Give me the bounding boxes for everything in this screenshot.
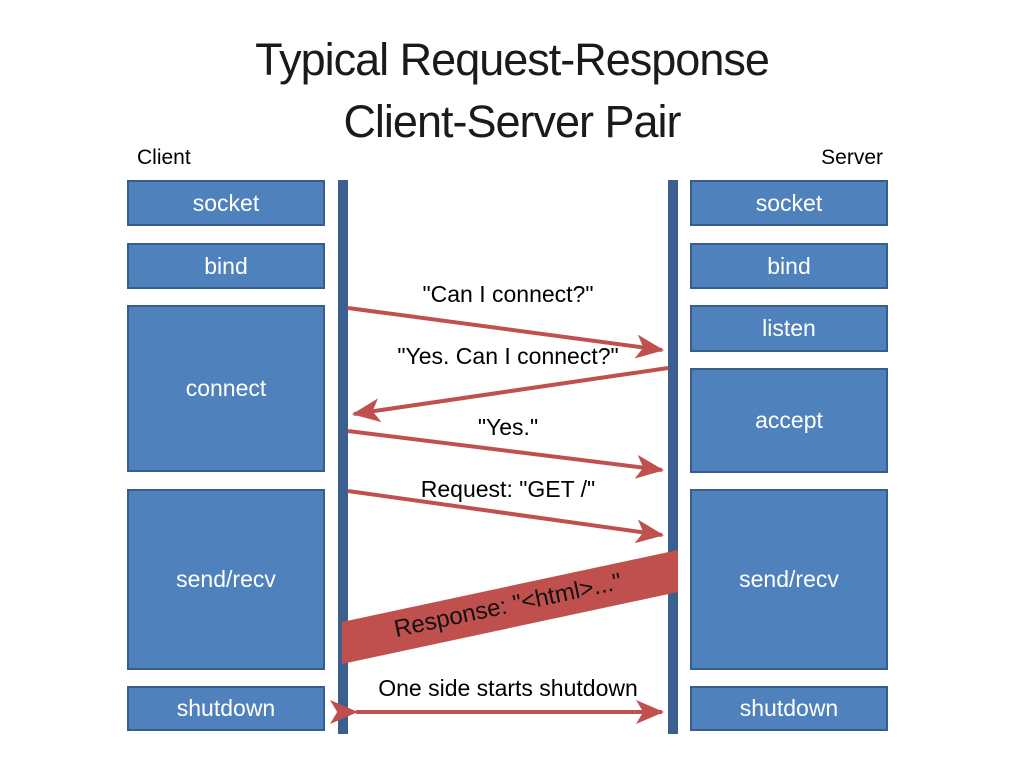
server-lifeline-bar — [668, 180, 678, 734]
box-client-sendrecv-label: send/recv — [176, 566, 276, 592]
slide-title-line-1: Typical Request-Response — [255, 34, 770, 85]
box-client-socket-label: socket — [192, 189, 260, 216]
box-server-socket: socket — [690, 180, 888, 226]
box-server-bind-label: bind — [767, 252, 811, 279]
client-column-label: Client — [137, 146, 191, 169]
box-server-shutdown-label: shutdown — [739, 695, 839, 721]
box-server-sendrecv-label: send/recv — [739, 566, 839, 592]
arrow-synack — [352, 366, 669, 423]
box-server-accept: accept — [690, 368, 888, 473]
box-server-socket-label: socket — [755, 189, 823, 216]
box-client-shutdown-label: shutdown — [176, 695, 276, 721]
box-server-listen-label: listen — [762, 315, 816, 341]
box-client-connect: connect — [127, 305, 325, 472]
box-server-accept-label: accept — [755, 407, 823, 433]
message-label-yes-can-i-connect: "Yes. Can I connect?" — [397, 343, 619, 369]
box-client-socket: socket — [127, 180, 325, 226]
box-client-shutdown: shutdown — [127, 686, 325, 731]
slide-title-line-2: Client-Server Pair — [343, 96, 681, 147]
message-label-yes: "Yes." — [477, 414, 539, 440]
box-server-bind: bind — [690, 243, 888, 289]
box-server-sendrecv: send/recv — [690, 489, 888, 670]
client-lifeline-bar — [338, 180, 348, 734]
box-server-listen: listen — [690, 305, 888, 352]
box-client-connect-label: connect — [185, 375, 267, 401]
box-client-bind-label: bind — [204, 252, 248, 279]
server-column-label: Server — [821, 146, 883, 169]
message-label-request-get: Request: "GET /" — [420, 476, 596, 502]
box-client-sendrecv: send/recv — [127, 489, 325, 670]
message-label-shutdown: One side starts shutdown — [378, 675, 638, 701]
box-server-shutdown: shutdown — [690, 686, 888, 731]
box-client-bind: bind — [127, 243, 325, 289]
message-label-can-i-connect: "Can I connect?" — [422, 281, 594, 307]
message-label-response-html: Response: "<html>..." — [391, 568, 625, 643]
